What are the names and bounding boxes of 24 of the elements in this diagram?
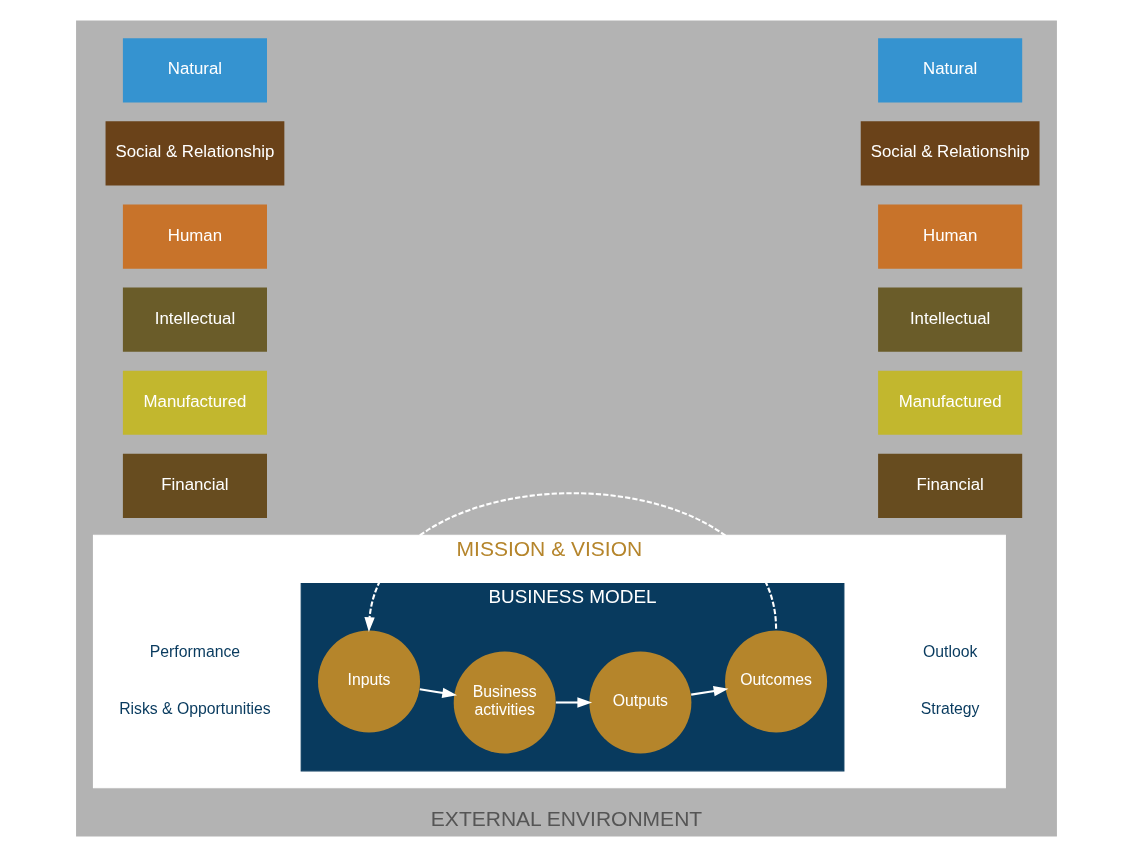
arrow bbox=[364, 492, 778, 633]
label: Strategy bbox=[920, 699, 980, 717]
node-circle: Inputs bbox=[318, 630, 421, 733]
node-box: Social & Relationship bbox=[860, 121, 1040, 186]
node-box: Financial bbox=[878, 453, 1023, 518]
node-box: Natural bbox=[122, 38, 267, 103]
node-box: Intellectual bbox=[122, 287, 267, 352]
label: Performance bbox=[149, 642, 241, 660]
node-circle: Outcomes bbox=[725, 630, 828, 733]
arrow bbox=[419, 687, 457, 698]
node-circle: Outputs bbox=[589, 651, 692, 754]
label: Risks & Opportunities bbox=[119, 699, 271, 717]
node-box: Human bbox=[878, 204, 1023, 269]
arrow bbox=[691, 686, 729, 697]
node-box: Natural bbox=[878, 38, 1023, 103]
node-box: Human bbox=[122, 204, 267, 269]
label: Outlook bbox=[922, 642, 978, 660]
arrow bbox=[555, 697, 593, 708]
node-box: Intellectual bbox=[878, 287, 1023, 352]
node-circle: Business activities bbox=[453, 651, 556, 754]
node-box: Financial bbox=[122, 453, 267, 518]
node-box: Manufactured bbox=[122, 370, 267, 435]
node-box: Social & Relationship bbox=[105, 121, 285, 186]
node-box: Manufactured bbox=[878, 370, 1023, 435]
